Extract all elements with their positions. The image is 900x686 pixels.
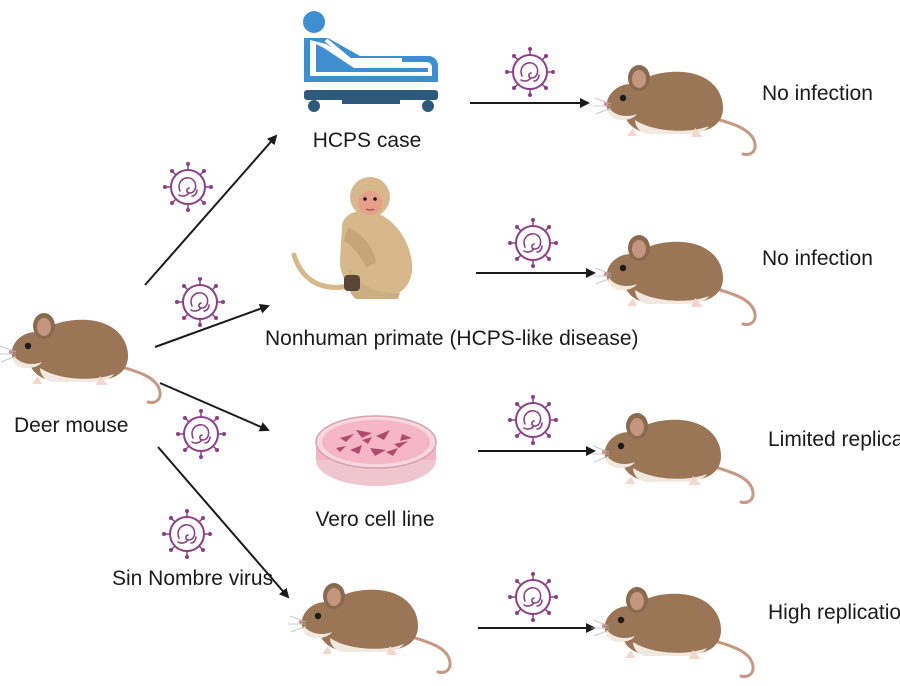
arrow-to-hcps (144, 134, 278, 286)
virus-icon (174, 276, 226, 328)
outcome-label-hcps: No infection (762, 82, 873, 105)
virus-icon (161, 508, 213, 560)
petri-dish-icon (315, 415, 437, 486)
virus-icon (504, 46, 556, 98)
outcome-passage-line2: replication (817, 601, 900, 624)
arrow-to-mouse-passage (157, 446, 290, 599)
monkey-icon (291, 177, 413, 299)
outcome-mouse-icon (589, 411, 755, 505)
outcome-vero-line1: Limited (768, 428, 836, 451)
host-label-primate-line1: Nonhuman primate (265, 327, 444, 350)
outcome-mouse-icon (591, 233, 757, 327)
virus-icon (507, 571, 559, 623)
deer-mouse-passage-icon (286, 581, 452, 675)
source-label: Deer mouse (14, 414, 129, 437)
virus-icon (507, 217, 559, 269)
virus-icon (507, 394, 559, 446)
virus-icon (175, 408, 227, 460)
host-label-nonhuman-primate: Nonhuman primate (HCPS-like disease) (265, 326, 639, 351)
outcome-label-primate: No infection (762, 247, 873, 270)
arrows-group (144, 98, 596, 633)
virus-label-line2: virus (228, 567, 274, 590)
host-label-vero-cell-line: Vero cell line (315, 508, 435, 531)
host-label-hcps-case: HCPS case (312, 129, 422, 152)
outcome-label-vero: Limited replication (768, 427, 900, 452)
outcome-passage-line1: High (768, 601, 812, 624)
virus-icon (162, 161, 214, 213)
deer-mouse-source-icon (0, 311, 162, 405)
outcome-label-passage: High replication (768, 600, 900, 625)
virus-label: Sin Nombre virus (112, 566, 273, 591)
outcome-mouse-icon (589, 585, 755, 679)
outcome-vero-line2: replication (841, 428, 900, 451)
virus-label-line1: Sin Nombre (112, 567, 223, 590)
outcome-mouse-icon (591, 63, 757, 157)
arrow-to-vero (159, 382, 270, 432)
host-label-primate-line2: (HCPS-like disease) (449, 327, 639, 350)
hospital-bed-patient-icon (303, 11, 438, 112)
arrow-to-primate (154, 304, 270, 348)
